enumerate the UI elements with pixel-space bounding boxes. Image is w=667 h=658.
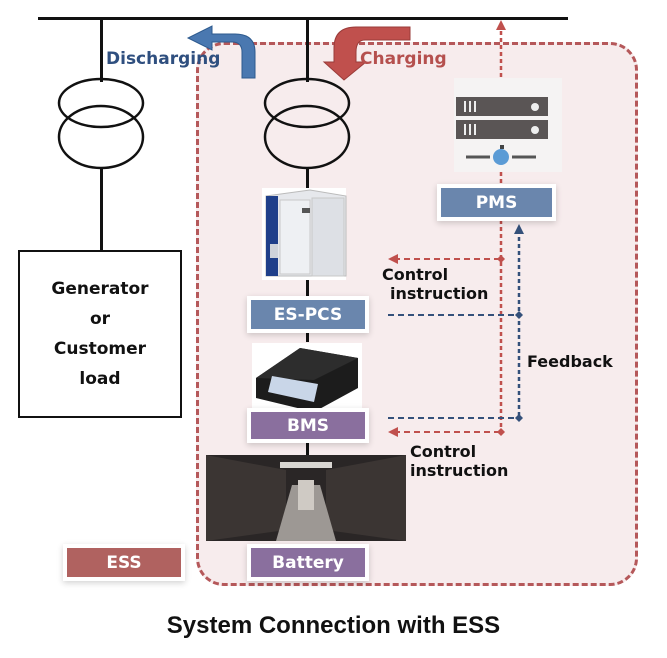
bms-label: BMS bbox=[251, 412, 365, 439]
generator-load-box: Generator or Customer load bbox=[18, 250, 182, 418]
control-instruction-bottom: Control instruction bbox=[410, 442, 508, 480]
generator-line-2: or bbox=[89, 309, 111, 329]
control-instruction-top: Control instruction bbox=[382, 265, 488, 303]
generator-line-3: Customer bbox=[53, 339, 147, 359]
control-instruction-top-line-1: Control bbox=[382, 265, 449, 284]
battery-label: Battery bbox=[251, 548, 365, 577]
server-icon bbox=[454, 78, 562, 172]
generator-feeder-bottom bbox=[100, 168, 103, 252]
charging-arrow-icon bbox=[322, 26, 411, 81]
control-instruction-bottom-line-1: Control bbox=[410, 442, 477, 461]
feedback-label: Feedback bbox=[527, 352, 613, 371]
control-instruction-top-line-2: instruction bbox=[390, 284, 489, 303]
pms-label: PMS bbox=[441, 188, 552, 217]
figure-title: System Connection with ESS bbox=[166, 612, 501, 639]
pcs-connector bbox=[306, 278, 309, 298]
discharging-label: Discharging bbox=[106, 49, 221, 69]
pcs-bms-connector bbox=[306, 330, 309, 342]
charging-label: Charging bbox=[360, 49, 447, 69]
ess-feeder-bottom bbox=[306, 168, 309, 190]
discharging-arrow-icon bbox=[186, 25, 256, 79]
battery-room-image bbox=[206, 455, 406, 541]
generator-feeder-top bbox=[100, 18, 103, 82]
ess-feeder-top bbox=[306, 18, 309, 82]
transformer-icon-generator bbox=[57, 77, 145, 170]
es-pcs-label: ES-PCS bbox=[251, 300, 365, 329]
bms-battery-connector bbox=[306, 440, 309, 456]
bms-device-icon bbox=[252, 343, 362, 413]
power-bus bbox=[38, 17, 568, 20]
generator-line-1: Generator bbox=[51, 279, 149, 299]
ess-label: ESS bbox=[67, 548, 181, 577]
transformer-icon-ess bbox=[263, 77, 351, 170]
control-instruction-bottom-line-2: instruction bbox=[410, 461, 509, 480]
pcs-cabinet-icon bbox=[262, 188, 347, 280]
generator-line-4: load bbox=[79, 369, 121, 389]
